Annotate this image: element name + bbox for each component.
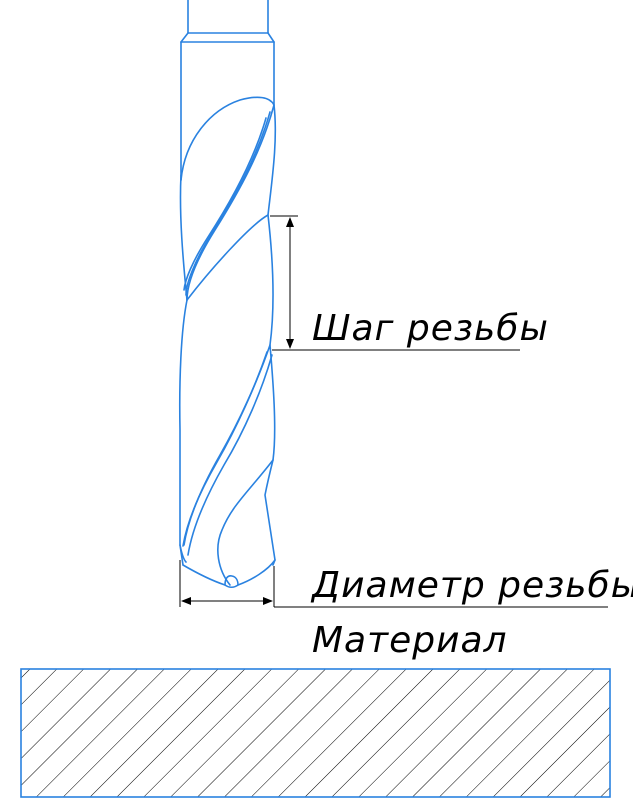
drill-shank	[180, 0, 275, 43]
thread-pitch-label: Шаг резьбы	[312, 308, 549, 349]
drill-flute-middle	[182, 214, 273, 556]
drill	[178, 0, 277, 589]
drill-tip	[179, 459, 276, 589]
thread-diameter-label: Диаметр резьбы	[310, 565, 633, 606]
drill-body-outline	[178, 41, 277, 566]
thread-diameter-dimension	[179, 560, 608, 608]
material-label: Материал	[312, 620, 508, 661]
drill-flute-upper	[180, 96, 275, 301]
material-block	[20, 668, 611, 798]
thread-pitch-dimension	[270, 215, 520, 351]
